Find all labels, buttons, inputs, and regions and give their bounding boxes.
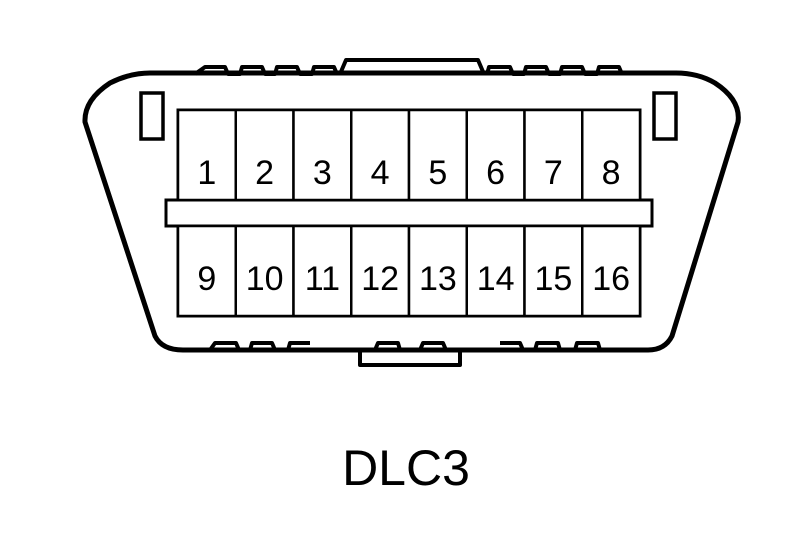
diagram-caption: DLC3: [342, 440, 470, 496]
pin-label-16: 16: [592, 260, 630, 298]
center-divider-bar: [164, 198, 654, 228]
pin-cell-12: [350, 224, 411, 318]
top-keyway-notches: [193, 58, 624, 76]
pin-label-8: 8: [602, 154, 621, 192]
pin-cell-7: [523, 108, 584, 202]
pin-label-6: 6: [486, 154, 505, 192]
bottom-latch-notches: [208, 341, 602, 367]
left-side-tab: [139, 91, 165, 141]
pin-cell-4: [350, 108, 411, 202]
pin-label-4: 4: [371, 154, 390, 192]
pin-cell-15: [523, 224, 584, 318]
pin-cell-13: [407, 224, 468, 318]
pin-cell-8: [581, 108, 642, 202]
pin-label-10: 10: [246, 260, 284, 298]
pin-cell-5: [407, 108, 468, 202]
pin-label-9: 9: [197, 260, 216, 298]
pin-cell-16: [581, 224, 642, 318]
pin-cell-10: [234, 224, 295, 318]
pin-label-3: 3: [313, 154, 332, 192]
pin-label-2: 2: [255, 154, 274, 192]
pin-label-13: 13: [419, 260, 457, 298]
pin-cell-3: [292, 108, 353, 202]
pin-label-12: 12: [361, 260, 399, 298]
pin-label-15: 15: [534, 260, 572, 298]
right-side-tab: [652, 91, 678, 141]
pin-cell-14: [465, 224, 526, 318]
pin-cell-11: [292, 224, 353, 318]
pin-label-5: 5: [428, 154, 447, 192]
pin-label-14: 14: [477, 260, 515, 298]
pin-label-7: 7: [544, 154, 563, 192]
pin-cell-2: [234, 108, 295, 202]
pin-label-1: 1: [197, 154, 216, 192]
pin-label-11: 11: [305, 260, 340, 298]
pin-cell-6: [465, 108, 526, 202]
pin-cell-1: [176, 108, 237, 202]
